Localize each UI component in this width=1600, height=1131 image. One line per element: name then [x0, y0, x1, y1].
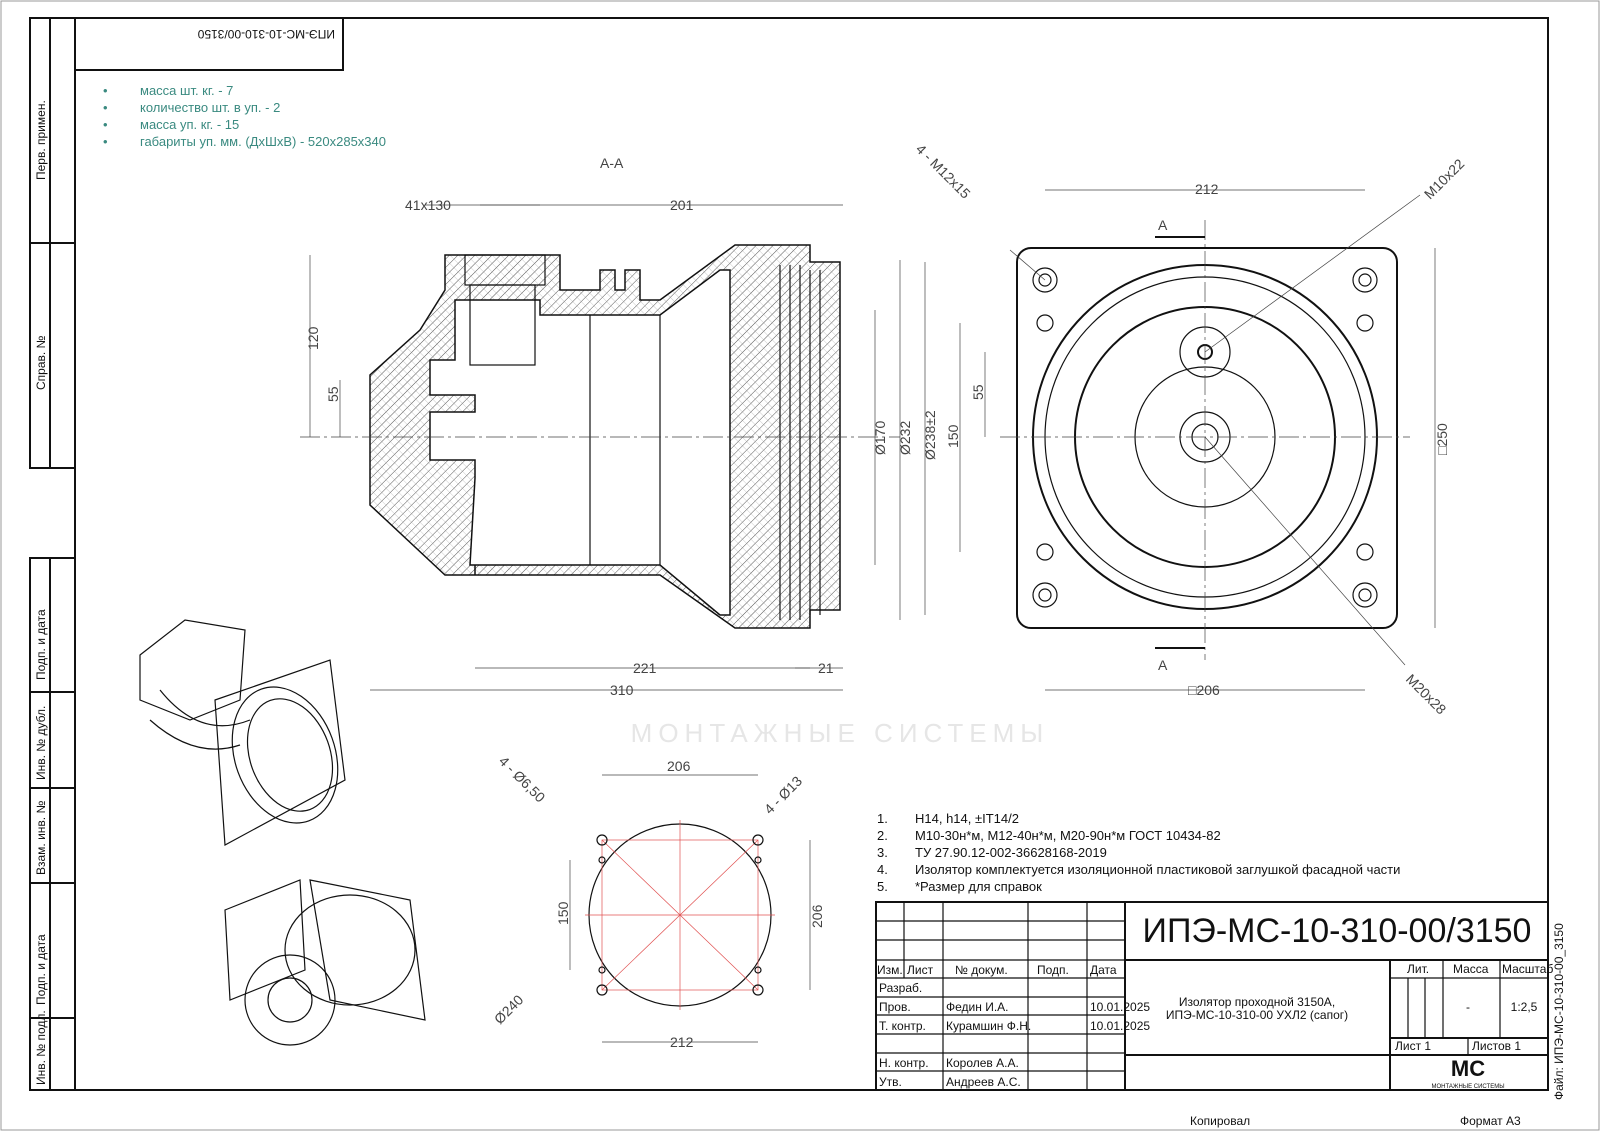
company-logo-sub: МОНТАЖНЫЕ СИСТЕМЫ — [1431, 1084, 1504, 1090]
svg-text:5.: 5. — [877, 879, 888, 894]
svg-text:Лист: Лист — [907, 963, 934, 977]
holes-13: 4 - Ø13 — [761, 773, 805, 817]
svg-text:Королев А.А.: Королев А.А. — [946, 1056, 1019, 1070]
note-item: Изолятор комплектуется изоляционной плас… — [915, 862, 1400, 877]
dim-55-front: 55 — [970, 384, 986, 400]
file-label: Файл: ИПЭ-МС-10-310-00_3150 — [1552, 923, 1566, 1100]
dim-55: 55 — [325, 386, 341, 402]
company-logo: МС — [1451, 1056, 1485, 1081]
side-strip: Перв. примен. Справ. № Подп. и дата Инв.… — [29, 17, 76, 1091]
sheet: Лист 1 — [1395, 1039, 1431, 1053]
cut-label-a-top: А — [1158, 217, 1168, 233]
side-label: Взам. инв. № — [34, 801, 48, 875]
svg-text:•: • — [103, 83, 108, 98]
svg-text:1.: 1. — [877, 811, 888, 826]
note-item: M10-30н*м, M12-40н*м, M20-90н*м ГОСТ 104… — [915, 828, 1221, 843]
svg-text:10.01.2025: 10.01.2025 — [1090, 1019, 1150, 1033]
svg-text:•: • — [103, 117, 108, 132]
dim-41x130: 41x130 — [405, 197, 451, 213]
svg-text:•: • — [103, 134, 108, 149]
svg-text:Разраб.: Разраб. — [879, 981, 922, 995]
svg-text:3.: 3. — [877, 845, 888, 860]
svg-text:Дата: Дата — [1090, 963, 1117, 977]
mass-value: - — [1466, 1000, 1470, 1014]
dim-212: 212 — [1195, 181, 1219, 197]
dim-120: 120 — [305, 326, 321, 350]
svg-text:Федин И.А.: Федин И.А. — [946, 1000, 1009, 1014]
svg-text:10.01.2025: 10.01.2025 — [1090, 1000, 1150, 1014]
scale-value: 1:2,5 — [1511, 1000, 1538, 1014]
dim-150-mount: 150 — [555, 901, 571, 925]
dim-21: 21 — [818, 660, 834, 676]
svg-text:2.: 2. — [877, 828, 888, 843]
svg-text:Масштаб: Масштаб — [1502, 962, 1553, 976]
svg-text:Курамшин Ф.Н.: Курамшин Ф.Н. — [946, 1019, 1031, 1033]
svg-text:Изм.: Изм. — [877, 963, 903, 977]
side-label: Перв. примен. — [34, 100, 48, 180]
dim-d238: Ø238±2 — [922, 410, 938, 460]
title-block: ИПЭ-МС-10-310-00/3150 Изолятор проходной… — [875, 901, 1553, 1091]
thread-m20: M20x28 — [1403, 671, 1450, 718]
thread-m10: M10x22 — [1421, 155, 1468, 202]
note-item: ТУ 27.90.12-002-36628168-2019 — [915, 845, 1107, 860]
copied-label: Копировал — [1190, 1114, 1250, 1128]
spec-item: габариты уп. мм. (ДхШхВ) - 520х285х340 — [140, 134, 386, 149]
holes-650: 4 - Ø6,50 — [496, 753, 549, 806]
isometric-view-1 — [139, 619, 346, 846]
mounting-pattern: 206 4 - Ø6,50 4 - Ø13 150 206 Ø240 212 — [491, 753, 825, 1050]
note-item: H14, h14, ±IT14/2 — [915, 811, 1019, 826]
isometric-view-2 — [224, 879, 426, 1046]
dim-206-right: 206 — [809, 904, 825, 928]
svg-text:Т. контр.: Т. контр. — [879, 1019, 926, 1033]
cut-label-a-bottom: А — [1158, 657, 1168, 673]
product-name-line2: ИПЭ-МС-10-310-00 УХЛ2 (сапог) — [1166, 1008, 1348, 1022]
product-name-line1: Изолятор проходной 3150А, — [1179, 995, 1335, 1009]
side-label: Подп. и дата — [34, 934, 48, 1005]
drawing-frame — [74, 17, 1549, 1091]
svg-text:•: • — [103, 100, 108, 115]
dim-250: □250 — [1434, 423, 1450, 455]
dim-d240: Ø240 — [491, 991, 527, 1027]
svg-text:Утв.: Утв. — [879, 1075, 902, 1089]
side-label: Инв. № подл. — [34, 1010, 48, 1085]
section-view: А-А 41x130 201 120 55 221 21 310 Ø170 Ø2… — [300, 155, 938, 698]
spec-item: количество шт. в уп. - 2 — [140, 100, 280, 115]
dim-212-mount: 212 — [670, 1034, 694, 1050]
svg-text:Подп.: Подп. — [1037, 963, 1069, 977]
svg-text:Н. контр.: Н. контр. — [879, 1056, 929, 1070]
format-label: Формат А3 — [1460, 1114, 1521, 1128]
spec-item: масса уп. кг. - 15 — [140, 117, 239, 132]
dim-206-top: 206 — [667, 758, 691, 774]
dim-d232: Ø232 — [897, 421, 913, 455]
svg-text:Масса: Масса — [1453, 962, 1489, 976]
dim-310: 310 — [610, 682, 634, 698]
front-view: 212 4 - M12x15 M10x22 M20x28 А А 55 150 … — [913, 141, 1468, 718]
watermark: МОНТАЖНЫЕ СИСТЕМЫ — [631, 718, 1050, 748]
top-stamp-text: ИПЭ-МС-10-310-00/3150 — [197, 27, 335, 41]
side-label: Инв. № дубл. — [34, 706, 48, 780]
svg-text:Пров.: Пров. — [879, 1000, 911, 1014]
dim-221: 221 — [633, 660, 657, 676]
side-label: Справ. № — [34, 335, 48, 390]
svg-text:Андреев А.С.: Андреев А.С. — [946, 1075, 1021, 1089]
note-item: *Размер для справок — [915, 879, 1042, 894]
top-stamp — [74, 17, 344, 71]
sheets: Листов 1 — [1472, 1039, 1521, 1053]
side-label: Подп. и дата — [34, 609, 48, 680]
specs-list: • масса шт. кг. - 7 • количество шт. в уп.… — [103, 83, 386, 149]
spec-item: масса шт. кг. - 7 — [140, 83, 233, 98]
svg-text:Лит.: Лит. — [1407, 962, 1429, 976]
thread-m12: 4 - M12x15 — [913, 141, 974, 202]
dim-206: □206 — [1188, 682, 1220, 698]
dim-d170: Ø170 — [872, 421, 888, 455]
designation: ИПЭ-МС-10-310-00/3150 — [1143, 912, 1532, 950]
insulator-body-section — [369, 244, 841, 629]
section-title: А-А — [600, 155, 624, 171]
dim-201: 201 — [670, 197, 694, 213]
svg-text:№ докум.: № докум. — [955, 963, 1008, 977]
notes: 1. H14, h14, ±IT14/2 2. M10-30н*м, M12-40н… — [877, 811, 1400, 894]
dim-150-front: 150 — [945, 424, 961, 448]
svg-text:4.: 4. — [877, 862, 888, 877]
